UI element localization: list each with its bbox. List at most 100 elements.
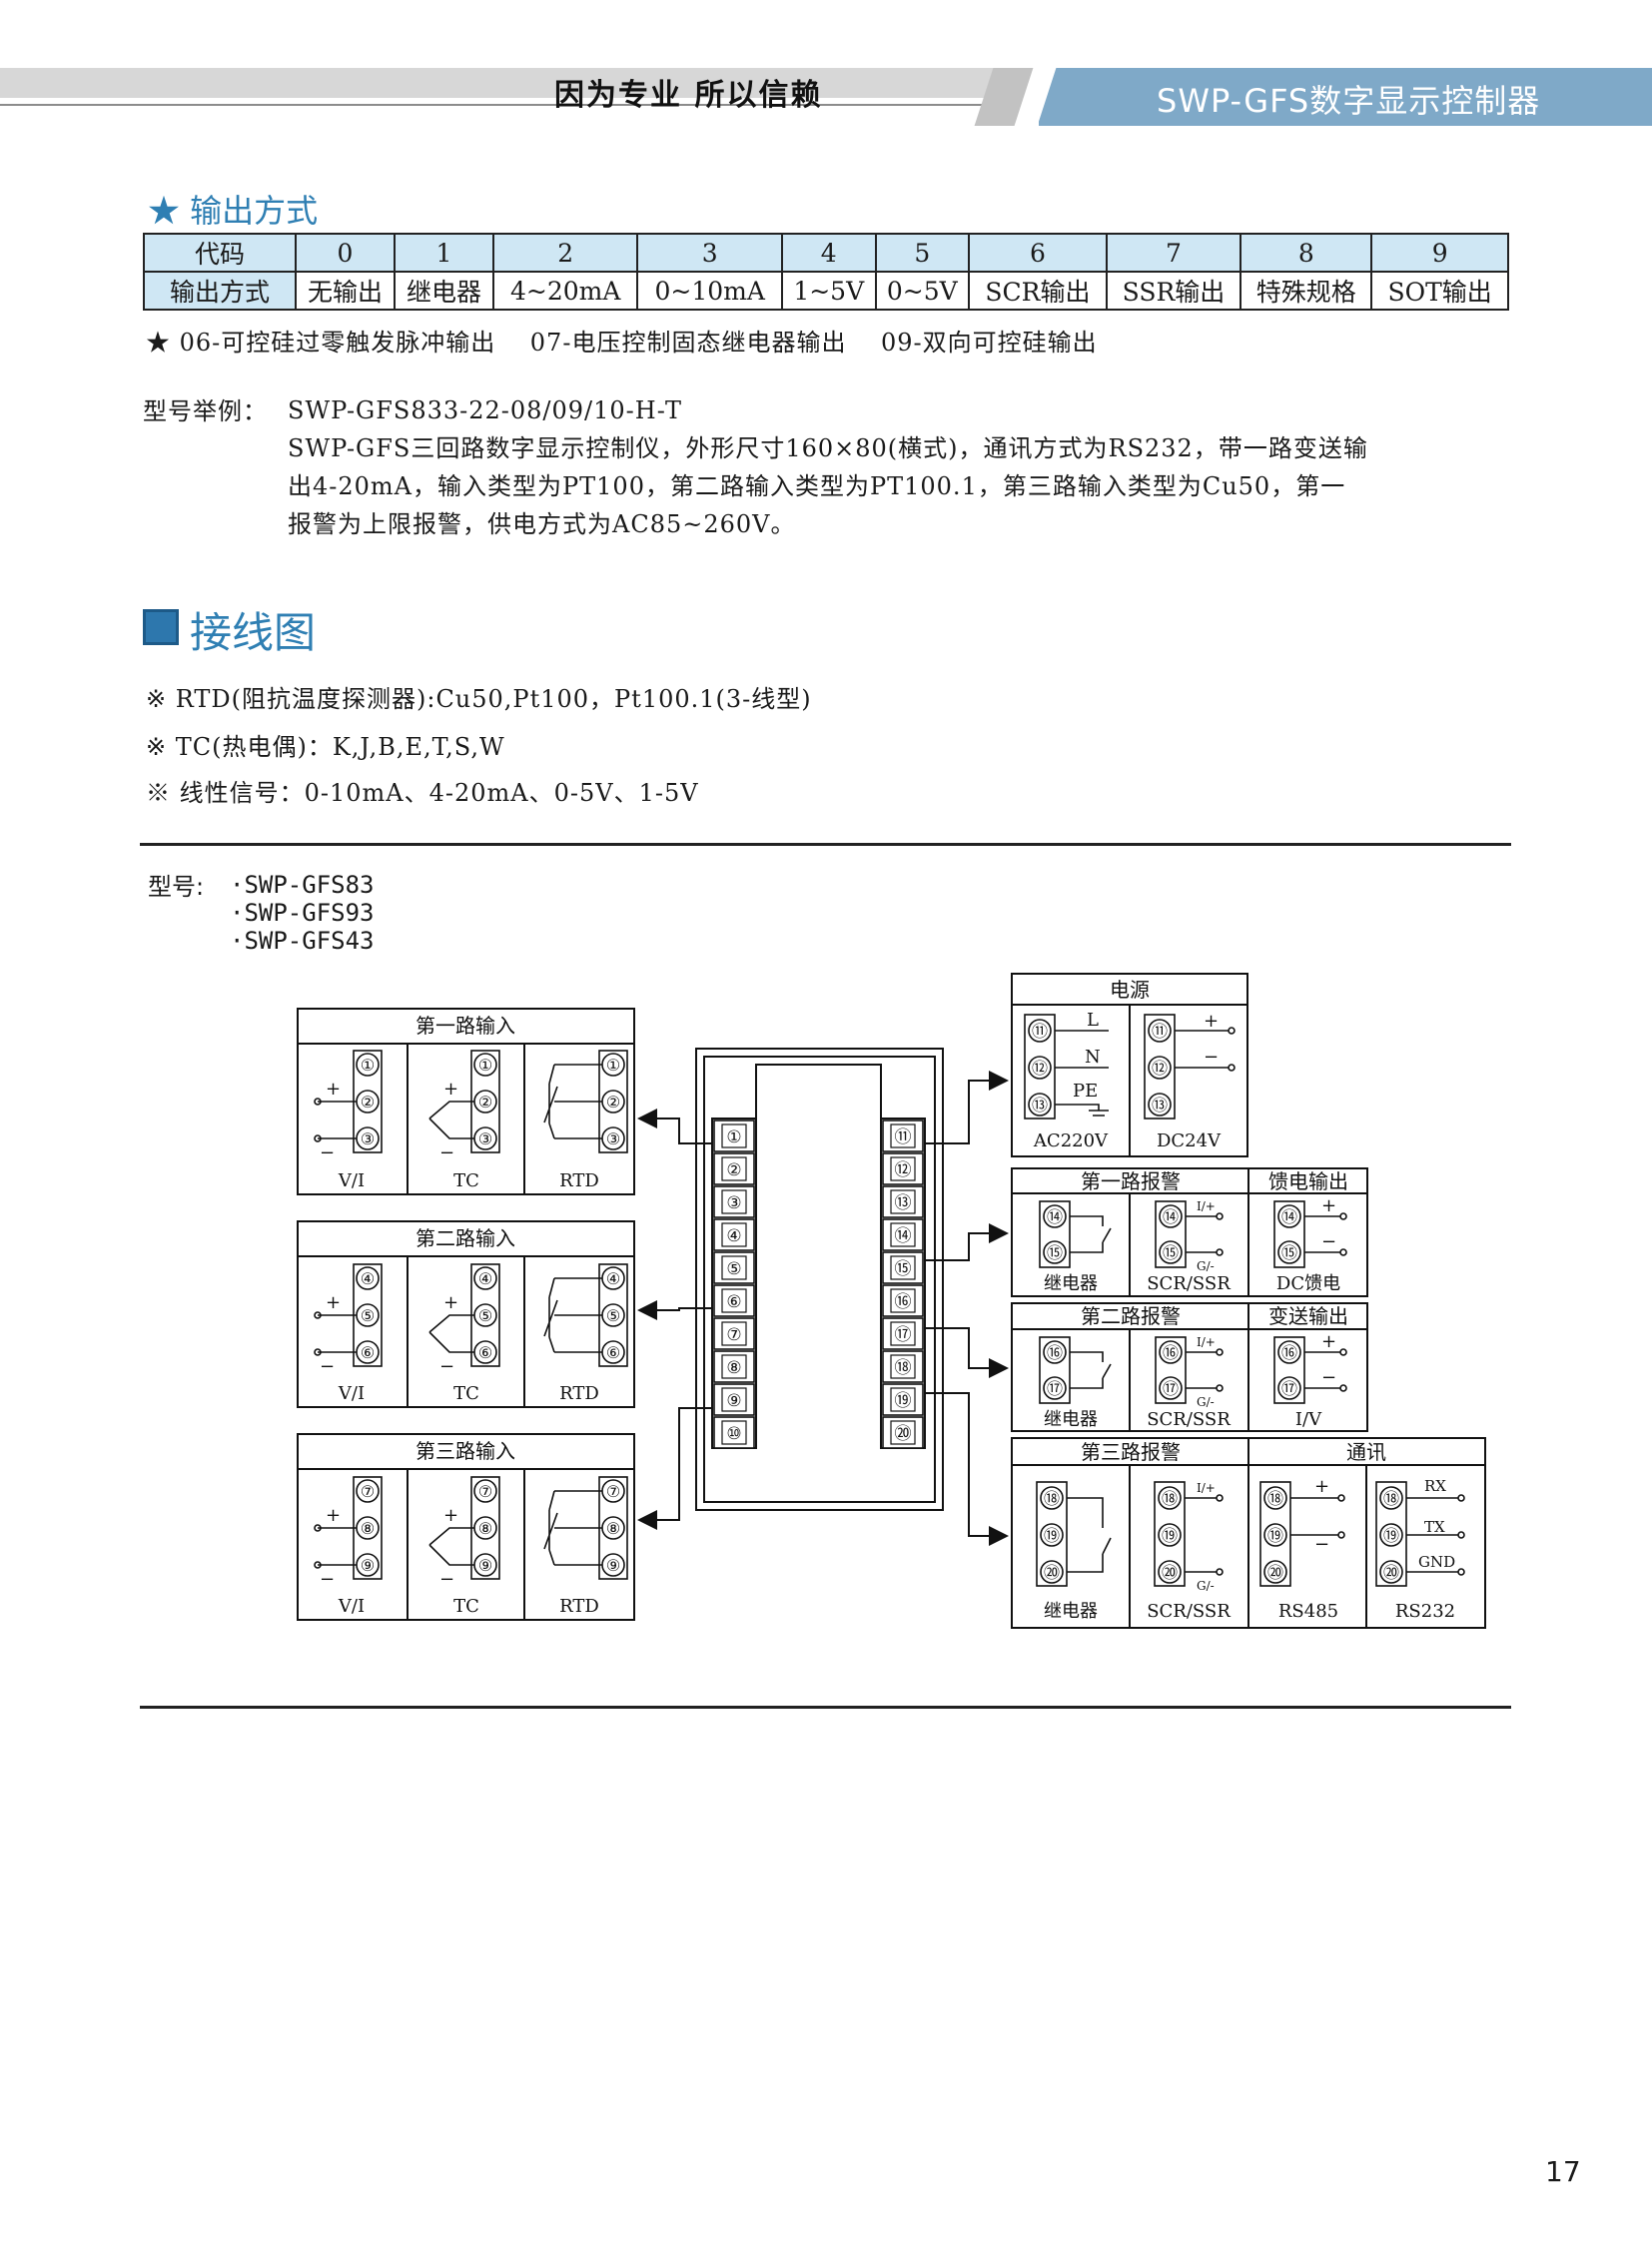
arrow — [637, 1407, 712, 1530]
wiring-section-title: 接线图 — [190, 608, 317, 657]
gminus-label: G/- — [1197, 1259, 1215, 1273]
power-term: ⑪ — [1032, 1022, 1048, 1041]
page-number: 17 — [1545, 2155, 1581, 2188]
minus-sign: − — [320, 1356, 335, 1377]
right-terminal-label: ⑱ — [895, 1358, 912, 1378]
input-term: ⑧ — [606, 1519, 620, 1538]
alarm-term: ⑰ — [1163, 1379, 1179, 1398]
left-terminal-label: ⑨ — [726, 1391, 741, 1411]
alarm-term: ⑲ — [1044, 1526, 1060, 1545]
scr-ssr-label: SCR/SSR — [1147, 1601, 1231, 1622]
left-terminal-inner — [721, 1288, 747, 1313]
left-terminal-inner — [721, 1123, 747, 1148]
plus-sign: + — [443, 1079, 458, 1100]
alarm1-title: 第一路报警 — [1081, 1169, 1181, 1193]
divider — [140, 1706, 1511, 1709]
plus-sign: + — [326, 1079, 341, 1100]
right-terminal-box — [882, 1152, 924, 1185]
left-terminal-inner — [721, 1189, 747, 1214]
power-dc-label: DC24V — [1157, 1130, 1222, 1151]
input-block-2: 第二路输入 ④ ⑤ ⑥ ④ ⑤ ⑥ ④ ⑤ ⑥ + — [297, 1220, 635, 1408]
power-block: 电源 ⑪ ⑫ ⑬ ⑪ ⑫ ⑬ L N PE + − A — [1011, 973, 1248, 1157]
alarm-term: ⑭ — [1047, 1207, 1063, 1226]
input-term: ② — [361, 1093, 375, 1112]
input-block-3: 第三路输入 ⑦ ⑧ ⑨ ⑦ ⑧ ⑨ ⑦ ⑧ ⑨ + — [297, 1433, 635, 1621]
output-row: 输出方式 无输出 继电器 4~20mA 0~10mA 1~5V 0~5V SCR… — [143, 271, 1509, 311]
input-term: ⑨ — [478, 1556, 492, 1575]
left-terminal-inner — [721, 1387, 747, 1412]
minus-sign: − — [320, 1142, 335, 1163]
right-terminal-inner — [890, 1255, 916, 1280]
rs232-label: RS232 — [1395, 1601, 1455, 1622]
minus-sign: − — [439, 1356, 454, 1377]
row-label-code: 代码 — [143, 233, 297, 273]
input-term: ⑨ — [606, 1556, 620, 1575]
scr-ssr-label: SCR/SSR — [1147, 1409, 1231, 1430]
output-cell: SOT输出 — [1370, 271, 1509, 311]
left-terminal-box — [713, 1317, 755, 1350]
plus-sign: + — [1321, 1195, 1336, 1216]
right-terminal-inner — [890, 1354, 916, 1379]
right-terminal-box — [882, 1218, 924, 1251]
alarm1-block: 第一路报警 馈电输出 ⑭ ⑮ ⑭ ⑮ ⑭ ⑮ I/+ G — [1011, 1167, 1368, 1297]
output-cell: 0~5V — [874, 271, 971, 311]
input-term: ⑤ — [478, 1306, 492, 1325]
power-term: ⑪ — [1152, 1022, 1168, 1041]
left-terminal-box — [713, 1416, 755, 1449]
left-terminal-box — [713, 1120, 755, 1152]
left-terminal-box — [713, 1251, 755, 1284]
example-body: SWP-GFS833-22-08/09/10-H-T SWP-GFS三回路数字显… — [288, 391, 1526, 543]
alarm-term: ⑭ — [1163, 1207, 1179, 1226]
model-item: ·SWP-GFS93 — [230, 899, 375, 927]
right-terminal-box — [882, 1383, 924, 1416]
power-PE: PE — [1073, 1081, 1098, 1102]
plus-sign: + — [326, 1292, 341, 1313]
right-terminal-label: ⑰ — [895, 1325, 912, 1345]
left-terminal-inner — [721, 1321, 747, 1346]
power-L: L — [1087, 1010, 1099, 1031]
output-cell: SSR输出 — [1105, 271, 1242, 311]
dc-feed-label: DC馈电 — [1276, 1273, 1340, 1294]
alarm-term: ⑳ — [1267, 1563, 1283, 1582]
alarm-term: ⑱ — [1162, 1489, 1178, 1508]
alarm-term: ⑯ — [1047, 1343, 1063, 1362]
iv-label: I/V — [1295, 1409, 1322, 1430]
section-square-icon — [143, 609, 179, 645]
arrow — [637, 1109, 712, 1144]
left-terminal-box — [713, 1218, 755, 1251]
scr-ssr-label: SCR/SSR — [1147, 1273, 1231, 1294]
input-type-label: RTD — [559, 1383, 599, 1404]
input-type-label: V/I — [338, 1596, 365, 1617]
input-term: ⑤ — [606, 1306, 620, 1325]
right-terminal-box — [882, 1120, 924, 1152]
right-terminal-box — [882, 1317, 924, 1350]
alarm-term: ⑱ — [1044, 1489, 1060, 1508]
left-terminal-inner — [721, 1420, 747, 1445]
header-slogan: 因为专业 所以信赖 — [554, 78, 823, 113]
left-terminal-box — [713, 1152, 755, 1185]
left-terminal-label: ⑤ — [726, 1259, 741, 1279]
input-term: ⑦ — [478, 1482, 492, 1501]
input-term: ② — [478, 1093, 492, 1112]
arrow — [925, 1071, 1009, 1144]
wiring-note: ※ RTD(阻抗温度探测器):Cu50,Pt100，Pt100.1(3-线型) — [146, 685, 812, 713]
example-code: SWP-GFS833-22-08/09/10-H-T — [288, 396, 682, 424]
input-term: ③ — [606, 1129, 620, 1148]
example-desc-line: 报警为上限报警，供电方式为AC85~260V。 — [288, 510, 796, 538]
right-terminal-inner — [890, 1420, 916, 1445]
alarm-term: ⑲ — [1267, 1526, 1283, 1545]
relay-label: 继电器 — [1044, 1273, 1098, 1294]
alarm-term: ⑰ — [1047, 1379, 1063, 1398]
example-desc-line: 出4-20mA，输入类型为PT100，第二路输入类型为PT100.1，第三路输入… — [288, 472, 1346, 500]
input-term: ⑧ — [478, 1519, 492, 1538]
code-cell: 4 — [780, 233, 877, 273]
left-terminal-label: ⑩ — [726, 1424, 741, 1444]
right-terminal-box — [882, 1284, 924, 1317]
alarm2-block: 第二路报警 变送输出 ⑯ ⑰ ⑯ ⑰ ⑯ ⑰ I/+ G — [1011, 1302, 1368, 1432]
input-title-2: 第二路输入 — [415, 1226, 515, 1250]
arrow — [925, 1327, 1009, 1378]
right-terminal-label: ⑮ — [895, 1259, 912, 1279]
power-term: ⑫ — [1152, 1059, 1168, 1078]
plus-sign: + — [443, 1292, 458, 1313]
